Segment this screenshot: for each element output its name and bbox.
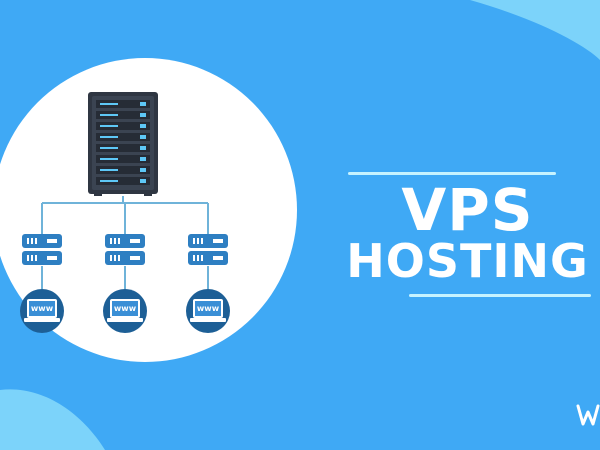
client-devices: www www www xyxy=(20,289,230,333)
logo-mark-icon xyxy=(576,404,600,426)
rack-led xyxy=(100,158,118,160)
rack-led xyxy=(100,125,118,127)
rack-led xyxy=(140,157,146,161)
rack-led xyxy=(140,135,146,139)
rack-led xyxy=(100,169,118,171)
rack-slot xyxy=(96,122,150,130)
laptop-screen-label: www xyxy=(197,304,220,313)
server-node-icon xyxy=(105,234,145,265)
headline-line-2: HOSTING xyxy=(346,234,589,288)
accent-bar-bottom xyxy=(409,294,591,297)
rack-slot xyxy=(96,177,150,185)
rack-led xyxy=(140,102,146,106)
illustration-circle xyxy=(0,58,297,362)
server-rack-icon xyxy=(88,92,158,196)
rack-led xyxy=(100,180,118,182)
rack-led xyxy=(100,114,118,116)
laptop-icon: www xyxy=(186,289,230,333)
rack-led xyxy=(140,146,146,150)
laptop-icon: www xyxy=(103,289,147,333)
network-connectors xyxy=(41,196,209,289)
server-node-icon xyxy=(22,234,62,265)
rack-led xyxy=(140,168,146,172)
rack-slot xyxy=(96,111,150,119)
rack-led xyxy=(140,124,146,128)
rack-slot xyxy=(96,100,150,108)
laptop-screen-label: www xyxy=(114,304,137,313)
rack-led xyxy=(100,103,118,105)
accent-bar-top xyxy=(348,172,556,175)
rack-slot xyxy=(96,133,150,141)
background-swoosh-top-right xyxy=(470,0,600,60)
rack-led xyxy=(100,147,118,149)
rack-led xyxy=(140,179,146,183)
server-node-icon xyxy=(188,234,228,265)
brand-logo xyxy=(576,404,600,426)
rack-slot xyxy=(96,166,150,174)
background-swoosh-bottom-left xyxy=(0,389,105,450)
laptop-icon: www xyxy=(20,289,64,333)
rack-slot xyxy=(96,155,150,163)
laptop-screen-label: www xyxy=(31,304,54,313)
rack-led xyxy=(100,136,118,138)
rack-led xyxy=(140,113,146,117)
headline-line-1: VPS xyxy=(401,176,534,244)
rack-slot xyxy=(96,144,150,152)
server-nodes xyxy=(22,234,228,265)
